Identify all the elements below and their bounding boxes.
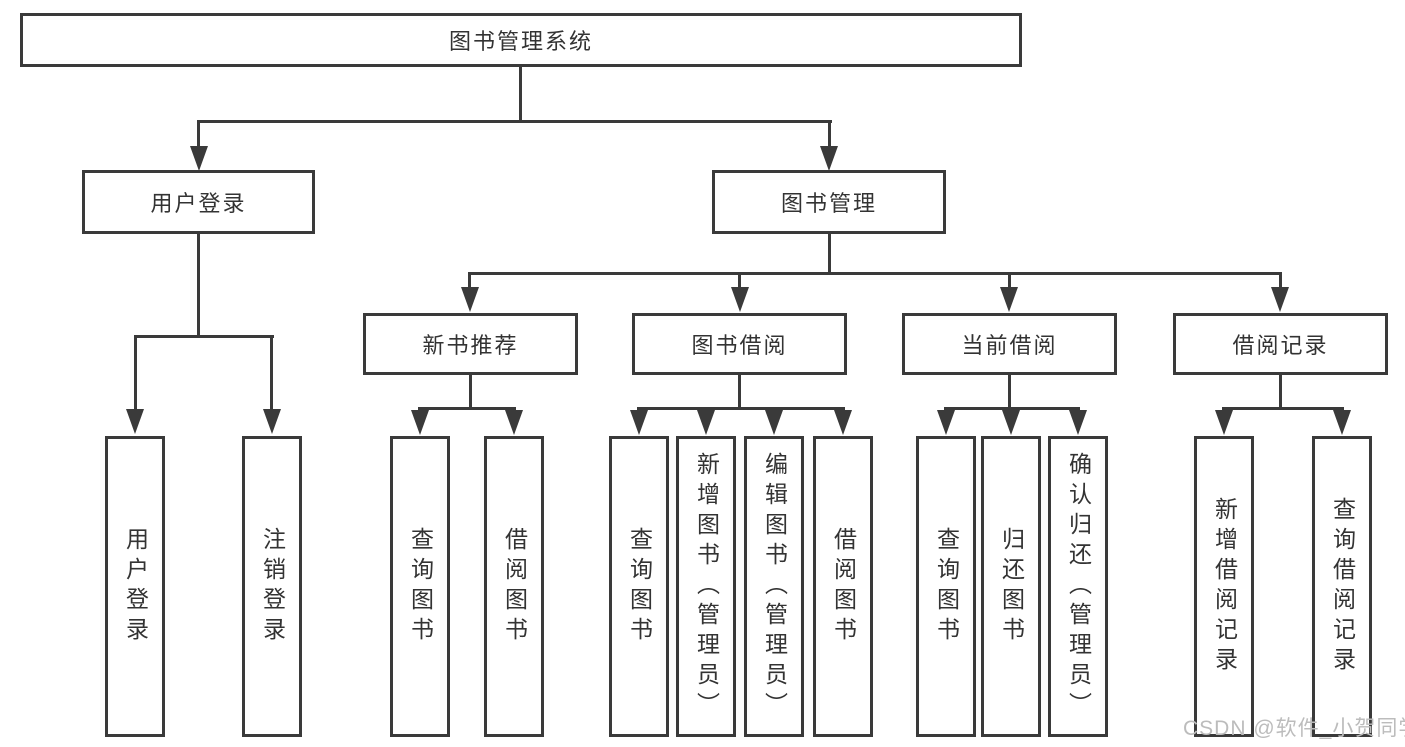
arrowhead-bb-query (630, 410, 648, 435)
connector-borrow-record-stem (1279, 375, 1282, 410)
leaf-nb-borrow: 借阅图书 (484, 436, 544, 737)
leaf-bb-query: 查询图书 (609, 436, 669, 737)
connector-to-book-borrow (738, 272, 741, 288)
arrowhead-cb-return (1002, 410, 1020, 435)
arrowhead-new-book-rec (461, 287, 479, 312)
arrowhead-bb-edit (765, 410, 783, 435)
node-root-label: 图书管理系统 (448, 29, 593, 54)
leaf-bb-edit-label: 编辑图书（管理员） (761, 451, 788, 722)
connector-to-leaf-logout (270, 335, 273, 410)
node-borrow-record-label: 借阅记录 (1232, 333, 1329, 358)
leaf-cb-return-label: 归还图书 (998, 526, 1025, 647)
leaf-br-add: 新增借阅记录 (1194, 436, 1254, 737)
connector-to-current-borrow (1008, 272, 1011, 288)
leaf-logout-label: 注销登录 (259, 526, 286, 647)
connector-book-borrow-stem (738, 375, 741, 410)
node-book-borrow-label: 图书借阅 (691, 333, 788, 358)
node-book-borrow: 图书借阅 (632, 313, 847, 375)
connector-current-borrow-stem (1008, 375, 1011, 410)
leaf-logout: 注销登录 (242, 436, 302, 737)
arrowhead-cb-confirm (1069, 410, 1087, 435)
leaf-bb-edit: 编辑图书（管理员） (744, 436, 804, 737)
node-new-book-rec-label: 新书推荐 (422, 333, 519, 358)
connector-new-book-rec-bar (418, 407, 516, 410)
arrowhead-leaf-user-login (126, 409, 144, 434)
connector-new-book-rec-stem (469, 375, 472, 410)
node-current-borrow: 当前借阅 (902, 313, 1117, 375)
leaf-cb-confirm: 确认归还（管理员） (1048, 436, 1108, 737)
arrowhead-book-mgmt (820, 146, 838, 171)
leaf-bb-add: 新增图书（管理员） (676, 436, 736, 737)
connector-to-book-mgmt (828, 120, 831, 148)
leaf-bb-borrow-label: 借阅图书 (830, 526, 857, 647)
connector-root-bar (197, 120, 832, 123)
leaf-bb-add-label: 新增图书（管理员） (693, 451, 720, 722)
node-book-mgmt-label: 图书管理 (780, 191, 877, 216)
node-root: 图书管理系统 (20, 13, 1022, 67)
watermark: CSDN @软件_小贺同学 (1183, 717, 1405, 740)
connector-to-leaf-user-login (134, 335, 137, 410)
connector-root-stem (519, 67, 522, 120)
connector-book-mgmt-bar (468, 272, 1282, 275)
connector-current-borrow-bar (944, 407, 1080, 410)
node-new-book-rec: 新书推荐 (363, 313, 578, 375)
node-borrow-record: 借阅记录 (1173, 313, 1388, 375)
leaf-nb-query: 查询图书 (390, 436, 450, 737)
leaf-cb-return: 归还图书 (981, 436, 1041, 737)
arrowhead-book-borrow (731, 287, 749, 312)
arrowhead-user-login (190, 146, 208, 171)
connector-to-user-login (197, 120, 200, 148)
node-book-mgmt: 图书管理 (712, 170, 946, 234)
connector-user-login-bar (134, 335, 274, 338)
leaf-br-query-label: 查询借阅记录 (1329, 496, 1356, 677)
leaf-cb-query: 查询图书 (916, 436, 976, 737)
connector-borrow-record-bar (1222, 407, 1344, 410)
node-current-borrow-label: 当前借阅 (961, 333, 1058, 358)
arrowhead-borrow-record (1271, 287, 1289, 312)
arrowhead-bb-borrow (834, 410, 852, 435)
leaf-cb-confirm-label: 确认归还（管理员） (1065, 451, 1092, 722)
leaf-bb-query-label: 查询图书 (626, 526, 653, 647)
connector-to-new-book-rec (468, 272, 471, 288)
leaf-user-login-label: 用户登录 (122, 526, 149, 647)
arrowhead-leaf-logout (263, 409, 281, 434)
leaf-nb-borrow-label: 借阅图书 (501, 526, 528, 647)
node-user-login-label: 用户登录 (150, 191, 247, 216)
connector-user-login-stem (197, 234, 200, 337)
leaf-bb-borrow: 借阅图书 (813, 436, 873, 737)
arrowhead-cb-query (937, 410, 955, 435)
arrowhead-br-query (1333, 410, 1351, 435)
leaf-cb-query-label: 查询图书 (933, 526, 960, 647)
connector-to-borrow-record (1279, 272, 1282, 288)
leaf-user-login: 用户登录 (105, 436, 165, 737)
arrowhead-current-borrow (1000, 287, 1018, 312)
node-user-login: 用户登录 (82, 170, 315, 234)
connector-book-borrow-bar (637, 407, 845, 410)
connector-book-mgmt-stem (828, 234, 831, 275)
arrowhead-nb-borrow (505, 410, 523, 435)
arrowhead-bb-add (697, 410, 715, 435)
leaf-br-query: 查询借阅记录 (1312, 436, 1372, 737)
arrowhead-nb-query (411, 410, 429, 435)
arrowhead-br-add (1215, 410, 1233, 435)
leaf-br-add-label: 新增借阅记录 (1211, 496, 1238, 677)
leaf-nb-query-label: 查询图书 (407, 526, 434, 647)
